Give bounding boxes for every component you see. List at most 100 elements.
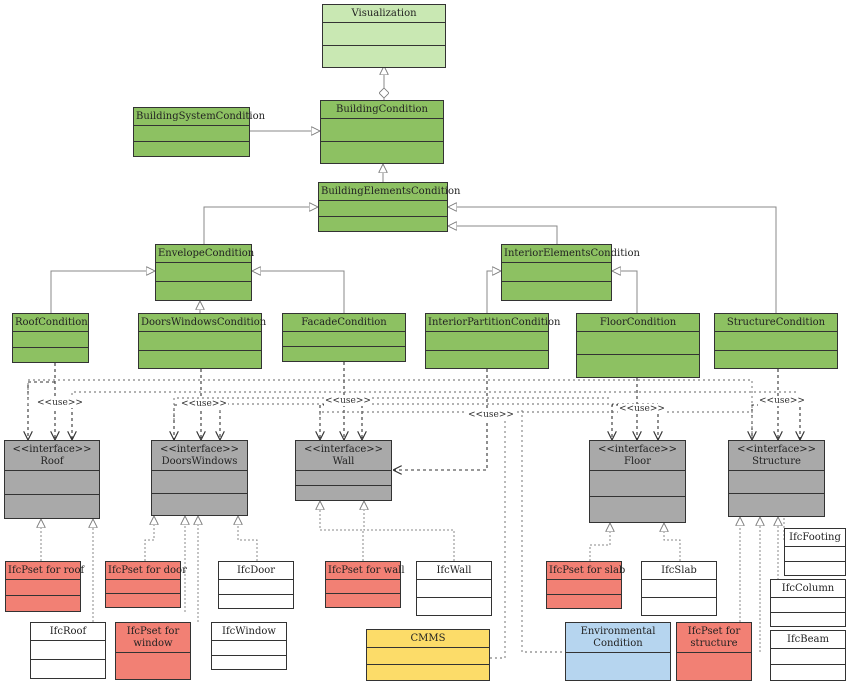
interface-operations [152, 492, 247, 516]
use-label-partition: <<use>> [467, 410, 515, 420]
entity-pset-roof[interactable]: IfcPset for roof [5, 561, 84, 612]
class-operations [715, 349, 837, 369]
interface-roof[interactable]: <<interface>> Roof [4, 440, 100, 519]
class-visualization[interactable]: Visualization [322, 4, 446, 68]
entity-section [771, 664, 845, 680]
entity-pset-window[interactable]: IfcPset for window [115, 622, 191, 680]
class-name: FacadeCondition [301, 317, 387, 328]
class-name: BuildingCondition [335, 104, 429, 115]
entity-section [219, 579, 293, 594]
link-structure-elements [448, 207, 777, 313]
class-interior-elements-condition[interactable]: InteriorElementsCondition [501, 244, 640, 301]
entity-section [547, 579, 621, 594]
entity-name: IfcWall [436, 565, 472, 576]
class-name: FloorCondition [599, 317, 677, 328]
class-building-elements-condition[interactable]: BuildingElementsCondition [318, 182, 460, 232]
entity-ifc-wall[interactable]: IfcWall [416, 561, 492, 616]
class-envelope-condition[interactable]: EnvelopeCondition [155, 244, 254, 301]
interface-operations [296, 485, 391, 500]
entity-ifc-slab[interactable]: IfcSlab [641, 561, 717, 616]
class-operations [502, 281, 611, 300]
interface-attributes [5, 470, 99, 494]
class-operations [134, 140, 249, 157]
interface-operations [729, 493, 824, 516]
entity-environmental-condition[interactable]: Environmental Condition [565, 622, 671, 681]
entity-ifc-beam[interactable]: IfcBeam [770, 630, 846, 681]
entity-name: IfcDoor [236, 565, 276, 576]
entity-section [417, 597, 491, 615]
interface-attributes [729, 470, 824, 493]
class-attributes [502, 262, 611, 281]
interface-doors-windows[interactable]: <<interface>> DoorsWindows [151, 440, 248, 516]
interface-name: <<interface>> Structure [736, 444, 817, 467]
interface-name: <<interface>> Floor [597, 444, 678, 467]
class-attributes [13, 331, 88, 347]
class-operations [156, 281, 251, 300]
entity-ifc-window[interactable]: IfcWindow [211, 622, 287, 670]
entity-section [116, 652, 190, 679]
use-label-roof: <<use>> [36, 398, 84, 408]
entity-pset-structure[interactable]: IfcPset for structure [676, 622, 752, 681]
entity-section [771, 648, 845, 664]
class-attributes [323, 22, 445, 45]
entity-section [771, 611, 845, 627]
entity-section [212, 640, 286, 655]
link-floor-interior [612, 271, 638, 313]
entity-name: IfcPset for wall [328, 565, 405, 576]
use-label-floor: <<use>> [618, 404, 666, 414]
entity-section [547, 593, 621, 609]
class-floor-condition[interactable]: FloorCondition [576, 313, 700, 378]
interface-wall[interactable]: <<interface>> Wall [295, 440, 392, 501]
entity-section [566, 652, 670, 680]
class-operations [139, 349, 261, 369]
entity-ifc-footing[interactable]: IfcFooting [784, 528, 846, 576]
interface-floor[interactable]: <<interface>> Floor [589, 440, 686, 523]
class-interior-partition-condition[interactable]: InteriorPartitionCondition [425, 313, 561, 369]
class-roof-condition[interactable]: RoofCondition [12, 313, 89, 363]
class-attributes [139, 331, 261, 350]
class-name: Visualization [351, 8, 417, 19]
entity-section [6, 579, 80, 595]
class-operations [319, 215, 447, 232]
entity-ifc-roof[interactable]: IfcRoof [30, 622, 106, 679]
class-attributes [321, 118, 443, 141]
class-doors-windows-condition[interactable]: DoorsWindowsCondition [138, 313, 266, 369]
class-attributes [134, 125, 249, 141]
entity-name: IfcRoof [49, 626, 87, 637]
interface-structure[interactable]: <<interface>> Structure [728, 440, 825, 517]
class-facade-condition[interactable]: FacadeCondition [282, 313, 406, 362]
class-name: InteriorElementsCondition [504, 248, 640, 259]
entity-name: IfcWindow [222, 626, 276, 637]
entity-section [785, 546, 845, 561]
link-interior-elements [448, 226, 558, 244]
class-building-system-condition[interactable]: BuildingSystemCondition [133, 107, 265, 157]
class-structure-condition[interactable]: StructureCondition [714, 313, 838, 369]
class-attributes [426, 331, 548, 350]
link-partition-interior [486, 271, 501, 313]
class-building-condition[interactable]: BuildingCondition [320, 100, 444, 164]
entity-ifc-door[interactable]: IfcDoor [218, 561, 294, 609]
entity-cmms[interactable]: CMMS [366, 629, 490, 681]
entity-name: CMMS [410, 633, 446, 644]
link-envelope-elements [203, 207, 318, 244]
interface-name: <<interface>> Wall [303, 444, 384, 467]
entity-ifc-column[interactable]: IfcColumn [770, 579, 846, 627]
entity-section [771, 597, 845, 612]
entity-section [367, 663, 489, 681]
entity-pset-wall[interactable]: IfcPset for wall [325, 561, 405, 608]
entity-pset-door[interactable]: IfcPset for door [105, 561, 187, 608]
class-name: StructureCondition [726, 317, 826, 328]
class-operations [283, 346, 405, 361]
entity-section [106, 593, 180, 607]
class-operations [426, 349, 548, 369]
use-label-wall: <<use>> [324, 396, 372, 406]
entity-section [642, 579, 716, 597]
class-name: InteriorPartitionCondition [428, 317, 561, 328]
entity-name: IfcColumn [781, 583, 835, 594]
interface-operations [5, 494, 99, 518]
entity-pset-slab[interactable]: IfcPset for slab [546, 561, 625, 609]
entity-section [6, 595, 80, 611]
entity-section [326, 579, 400, 593]
entity-section [785, 560, 845, 576]
link-facade-envelope [252, 271, 345, 313]
